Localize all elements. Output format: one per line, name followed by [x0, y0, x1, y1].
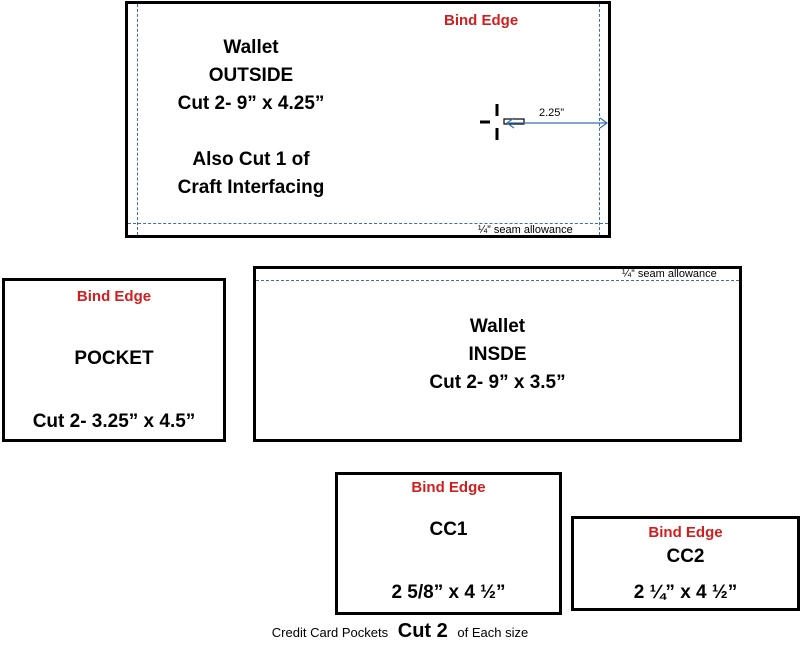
piece-title: CC1	[429, 519, 468, 540]
seam-allowance-label: ¼” seam allowance	[622, 268, 717, 280]
piece-title: POCKET	[74, 348, 154, 369]
footer-note: Credit Card Pockets Cut 2 of Each size	[0, 620, 800, 643]
bind-edge-label: Bind Edge	[648, 524, 723, 541]
seam-line-right	[599, 4, 600, 235]
piece-subtitle: OUTSIDE	[208, 65, 294, 86]
bind-edge-label: Bind Edge	[444, 12, 519, 29]
wallet-outside-piece: Bind Edge Wallet OUTSIDE Cut 2- 9” x 4.2…	[125, 1, 611, 238]
piece-size: 2 ¼” x 4 ½”	[633, 582, 738, 603]
footer-suffix: of Each size	[457, 625, 529, 640]
seam-line-top	[256, 280, 739, 281]
cut-instruction: Cut 2- 3.25” x 4.5”	[32, 411, 196, 432]
cc1-piece: Bind Edge CC1 2 5/8” x 4 ½”	[335, 472, 562, 615]
footer-cut-emphasis: Cut 2	[397, 620, 448, 642]
interfacing-note-line1: Also Cut 1 of	[192, 149, 310, 170]
wallet-inside-piece: ¼” seam allowance Wallet INSDE Cut 2- 9”…	[253, 266, 742, 442]
pocket-piece: Bind Edge POCKET Cut 2- 3.25” x 4.5”	[2, 278, 226, 442]
cut-instruction: Cut 2- 9” x 3.5”	[429, 372, 566, 393]
piece-title: CC2	[666, 546, 705, 567]
cut-instruction: Cut 2- 9” x 4.25”	[177, 93, 325, 114]
dimension-label: 2.25”	[539, 107, 565, 119]
bind-edge-label: Bind Edge	[76, 288, 152, 305]
seam-line-bottom	[128, 223, 608, 224]
snap-placement-marker	[480, 104, 525, 140]
footer-prefix: Credit Card Pockets	[271, 625, 389, 640]
bind-edge-label: Bind Edge	[411, 479, 486, 496]
piece-subtitle: INSDE	[468, 344, 527, 365]
piece-title: Wallet	[469, 316, 526, 337]
seam-line-left	[137, 4, 138, 235]
cc2-piece: Bind Edge CC2 2 ¼” x 4 ½”	[571, 516, 800, 611]
dimension-arrow	[505, 117, 609, 129]
piece-title: Wallet	[223, 37, 279, 58]
seam-allowance-label: ¼” seam allowance	[478, 224, 573, 236]
piece-size: 2 5/8” x 4 ½”	[391, 582, 506, 603]
interfacing-note-line2: Craft Interfacing	[177, 177, 325, 198]
